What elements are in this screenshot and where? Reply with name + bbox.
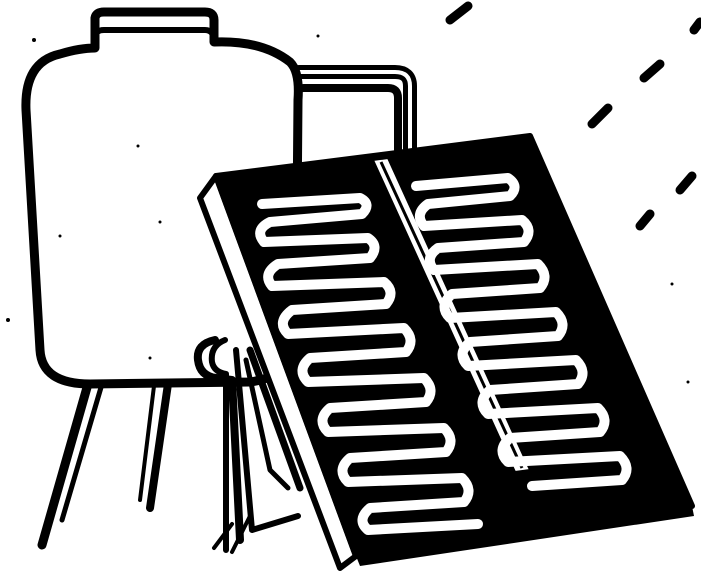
sun-ray [694,22,700,30]
tank-stand [42,384,168,545]
sun-ray [640,214,650,226]
tank-leg [42,384,88,545]
upper-pipe [292,72,410,150]
sun-ray [680,176,692,190]
sun-ray [644,64,660,78]
sun-ray [450,6,468,20]
solar-panel [200,136,694,568]
sun-ray [592,108,608,124]
